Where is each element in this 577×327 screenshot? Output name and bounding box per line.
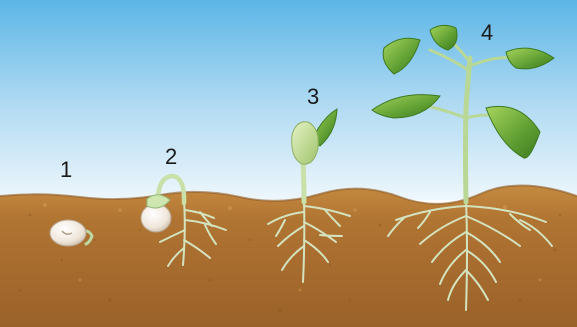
stage-3-label: 3 bbox=[307, 86, 319, 108]
stage-2-label: 2 bbox=[165, 146, 177, 168]
stage-1-label: 1 bbox=[60, 159, 72, 181]
stage-4-label: 4 bbox=[481, 22, 493, 44]
soil bbox=[0, 185, 577, 327]
